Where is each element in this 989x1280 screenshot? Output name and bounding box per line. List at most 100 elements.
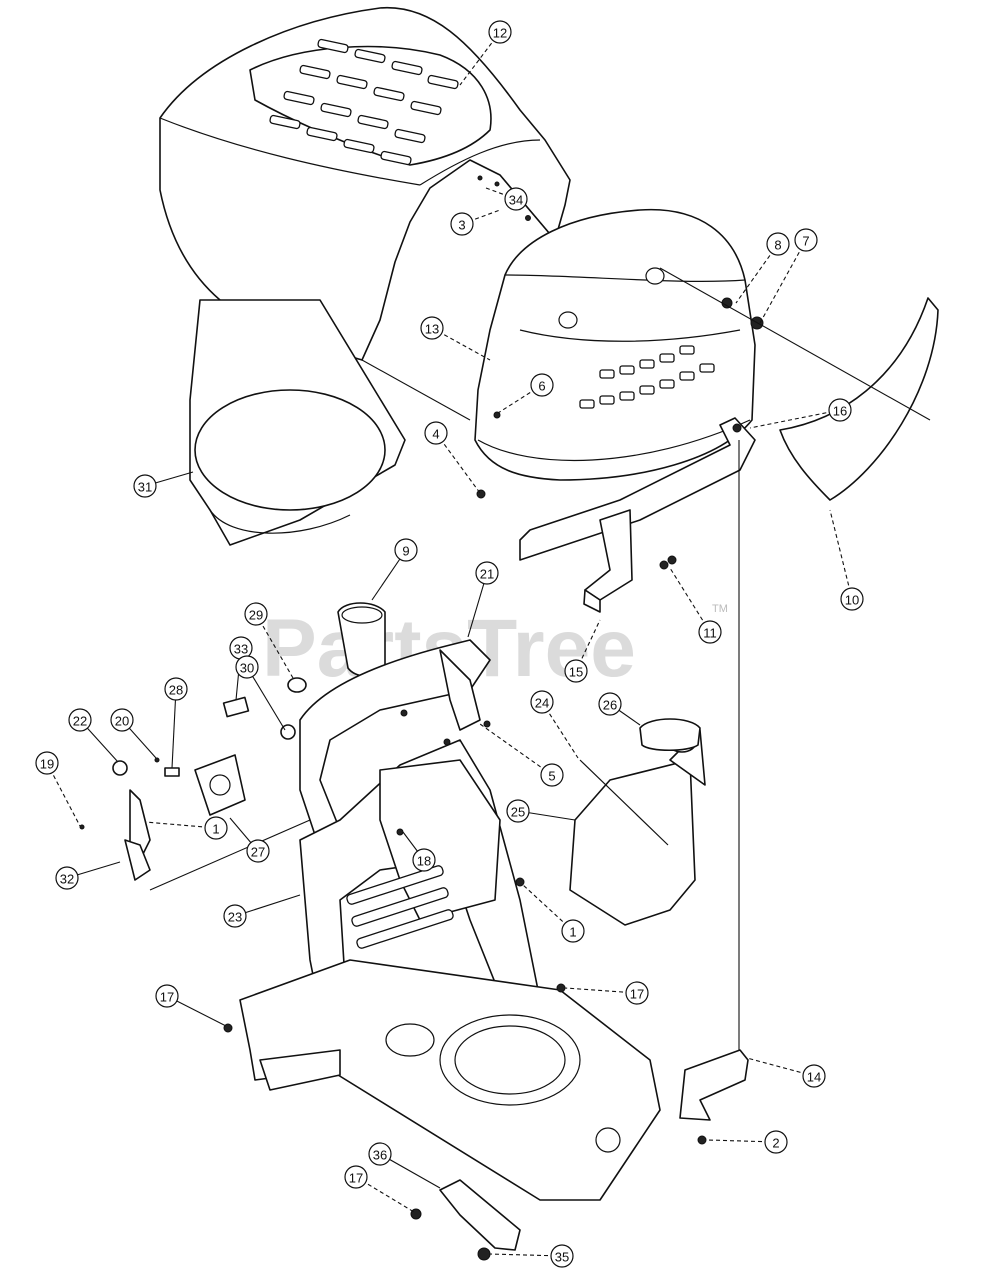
callout-label: 35 [555,1250,569,1265]
lower-bracket-part [679,1049,749,1121]
callout-label: 1 [569,925,576,940]
callout-label: 26 [603,698,617,713]
callout-label: 24 [535,696,549,711]
callout-circle [530,690,554,714]
callout-label: 10 [845,593,859,608]
callout-leader [746,1057,815,1077]
callout-circle [828,398,852,422]
callout-circle [450,212,474,236]
callout-leader [735,243,779,304]
callout-circle [764,1130,788,1154]
callout-circle [368,1142,392,1166]
callout-circle [223,904,247,928]
callout-label: 27 [251,845,265,860]
callout-label: 25 [511,805,525,820]
callout-circle [506,799,530,823]
callout-label: 7 [802,234,809,249]
lever-part-32 [124,839,151,881]
callout-leader [255,613,294,679]
callout-circle [412,848,436,872]
callout-circle [504,187,528,211]
spring-part-22 [112,760,128,776]
callout-leader [749,409,841,429]
shroud-part [189,299,406,546]
callout-label: 32 [60,872,74,887]
callout-circle [244,602,268,626]
callout-leader [669,567,711,633]
callout-circle [344,1165,368,1189]
dash-panel-part [474,208,756,481]
link-part [439,1179,521,1251]
callout-circle [204,816,228,840]
callout-label: 5 [548,769,555,784]
trademark-mark: TM [712,603,728,615]
callout-leader [46,762,81,827]
callout-circle [68,708,92,732]
hood-part [159,6,571,361]
callout-leader [521,883,574,932]
callout-label: 18 [417,854,431,869]
callout-label: 6 [538,379,545,394]
trim-strip-part [779,297,939,501]
callout-leader [564,987,638,994]
callout-leader [171,688,177,769]
callout-circle [133,474,157,498]
callout-leader [355,1176,415,1213]
callout-label: 36 [373,1148,387,1163]
callout-leader [435,432,481,494]
dash-frame-part [299,639,491,851]
callout-circle [55,866,79,890]
callout-leader [485,187,517,200]
callout-leader [246,666,286,731]
callout-label: 29 [249,608,263,623]
callout-circle [110,708,134,732]
callout-leader [479,723,553,776]
callout-circle [766,232,790,256]
callout-leader [489,1253,563,1257]
callout-label: 28 [169,683,183,698]
callout-label: 3 [458,218,465,233]
callout-circle [802,1064,826,1088]
callout-label: 4 [432,427,439,442]
callout-label: 17 [349,1171,363,1186]
callout-circle [840,587,864,611]
switch-part-33 [222,696,250,718]
callout-label: 1 [212,822,219,837]
fasteners [79,297,764,1261]
callout-label: 8 [774,238,781,253]
fuel-cap-part [639,718,701,752]
callout-leader [829,509,853,600]
alignment-lines [149,267,931,1050]
callout-label: 23 [228,910,242,925]
callout-leader [759,239,807,324]
callout-circle [164,677,188,701]
callout-circle [564,659,588,683]
callout-circle [155,984,179,1008]
callout-circle [235,655,259,679]
callout-circle [475,561,499,585]
callout-label: 11 [703,626,717,641]
dash-bracket-part [519,417,756,613]
callout-label: 15 [569,665,583,680]
callout-label: 14 [807,1070,821,1085]
chassis-frame-part [239,959,661,1201]
steering-support-part [299,739,541,1101]
callout-label: 17 [160,990,174,1005]
callout-label: 16 [833,404,847,419]
callout-circle [794,228,818,252]
callout-circle [561,919,585,943]
callout-circle [424,421,448,445]
callout-leader [707,1139,777,1143]
callout-label: 12 [493,26,507,41]
callout-circle [698,620,722,644]
callout-circle [394,538,418,562]
knob-part-29 [287,677,307,693]
callout-leader [144,821,217,829]
callout-label: 17 [630,987,644,1002]
callout-circle [420,316,444,340]
callout-label: 31 [138,480,152,495]
callout-circle [530,373,554,397]
callout-circle [598,692,622,716]
